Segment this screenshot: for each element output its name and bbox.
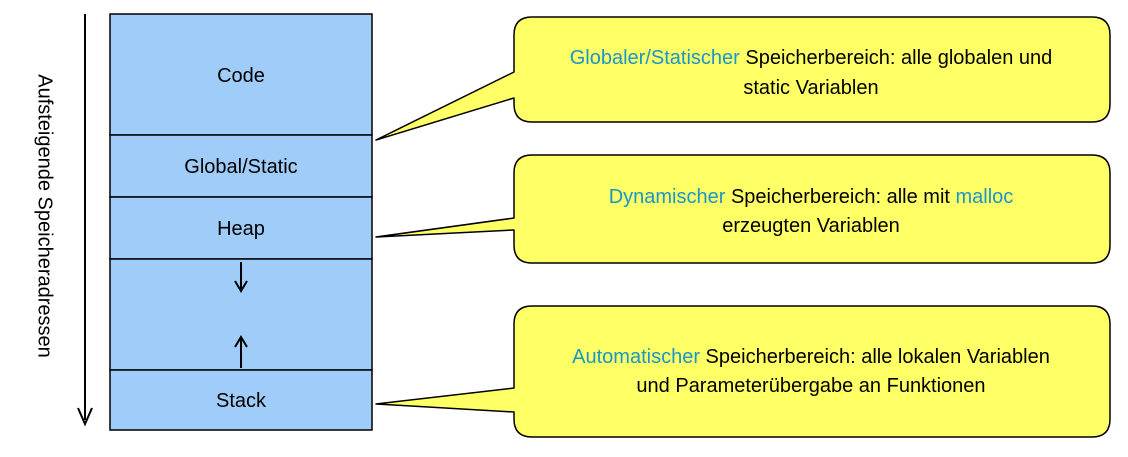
callout-dynamic-desc: Speicherbereich: alle mit [725, 186, 955, 208]
callout-dynamic-term: Dynamischer [609, 186, 726, 208]
callout-dynamic: Dynamischer Speicherbereich: alle mit ma… [375, 154, 1111, 264]
callout-dynamic-bubble [375, 154, 1111, 264]
memory-column: Code Global/Static Heap Stack [109, 13, 373, 431]
segment-global-static [109, 134, 373, 198]
callout-automatic-desc: Speicherbereich: alle lokalen Variablen [700, 346, 1050, 368]
callout-automatic-bubble [375, 305, 1111, 438]
callout-dynamic-malloc: malloc [956, 186, 1014, 208]
callout-automatic-line2: und Parameterübergabe an Funktionen [636, 375, 985, 397]
callout-global-static-bubble [375, 16, 1111, 141]
address-direction-label: Aufsteigende Speicheradressen [34, 74, 56, 358]
callout-dynamic-line1: Dynamischer Speicherbereich: alle mit ma… [609, 186, 1014, 208]
segment-stack [109, 369, 373, 431]
callout-dynamic-desc-2: erzeugten Variablen [722, 215, 900, 237]
heap-growth-down-arrow-icon [234, 262, 248, 293]
callout-dynamic-line2: erzeugten Variablen [722, 215, 900, 237]
address-direction-arrow [77, 14, 93, 427]
callout-automatic-term: Automatischer [572, 346, 700, 368]
segment-code-label: Code [217, 65, 265, 87]
callout-automatic-desc-2: und Parameterübergabe an Funktionen [636, 375, 985, 397]
callout-global-static-line2: static Variablen [743, 77, 878, 99]
segment-stack-label: Stack [216, 390, 267, 412]
callout-automatic: Automatischer Speicherbereich: alle loka… [375, 305, 1111, 438]
callout-automatic-line1: Automatischer Speicherbereich: alle loka… [572, 346, 1050, 368]
segment-global-static-label: Global/Static [184, 156, 297, 178]
stack-growth-up-arrow-icon [234, 335, 248, 368]
callout-global-static: Globaler/Statischer Speicherbereich: all… [375, 16, 1111, 141]
callout-global-static-desc: Speicherbereich: alle globalen und [740, 47, 1052, 69]
callout-global-static-desc-2: static Variablen [743, 77, 878, 99]
segment-heap-label: Heap [217, 218, 265, 240]
callout-global-static-term: Globaler/Statischer [570, 47, 740, 69]
callout-global-static-line1: Globaler/Statischer Speicherbereich: all… [570, 47, 1053, 69]
